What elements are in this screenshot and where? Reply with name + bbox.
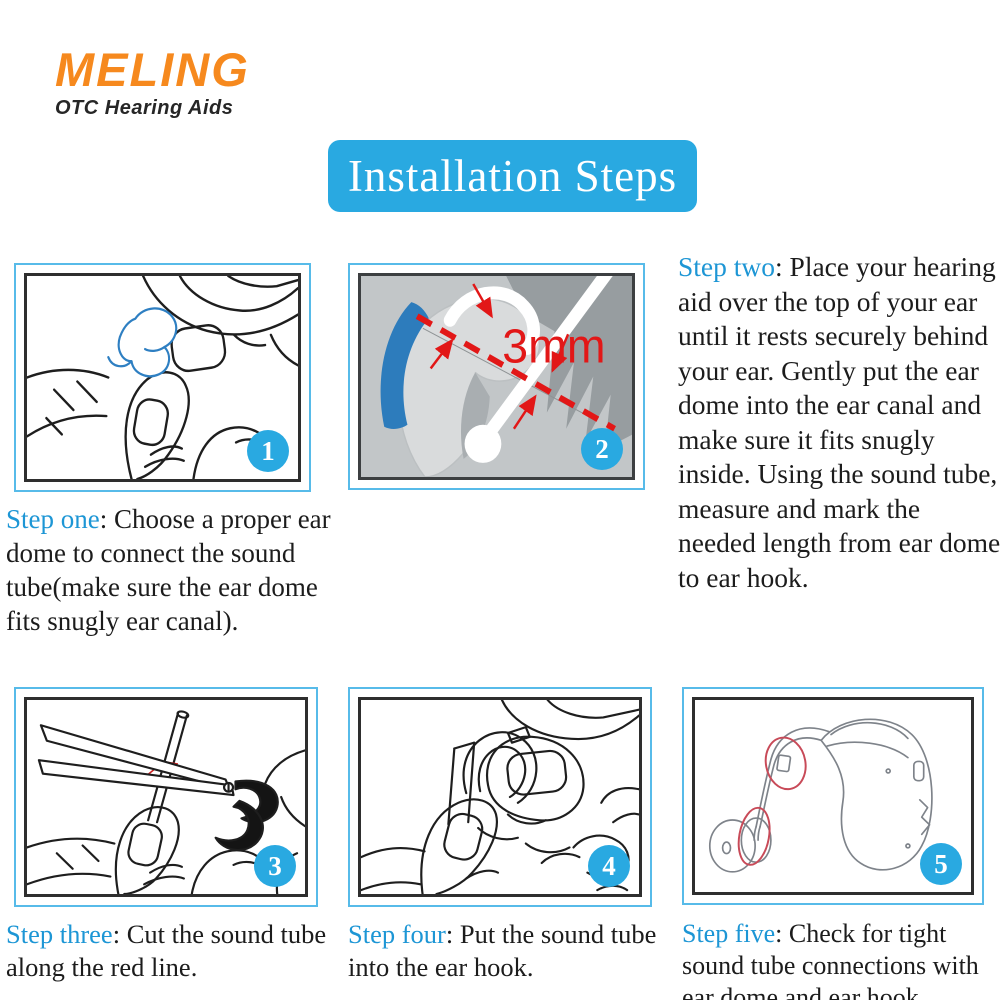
step1-figure-inner: 1 bbox=[24, 273, 301, 482]
step5-caption: Step five: Check for tight sound tube co… bbox=[682, 918, 1000, 1000]
step2-text: : Place your hearing aid over the top of… bbox=[678, 251, 1000, 593]
step1-figure: 1 bbox=[14, 263, 311, 492]
step3-number: 3 bbox=[268, 850, 282, 881]
step5-number: 5 bbox=[934, 848, 948, 879]
step3-number-badge: 3 bbox=[254, 845, 296, 887]
step2-figure: 3mm 2 bbox=[348, 263, 645, 490]
step2-caption: Step two: Place your hearing aid over th… bbox=[678, 250, 1000, 595]
step1-number-badge: 1 bbox=[247, 430, 289, 472]
step4-caption: Step four: Put the sound tube into the e… bbox=[348, 918, 673, 984]
step3-label: Step three bbox=[6, 919, 113, 949]
hearing-aid-drawing bbox=[708, 718, 933, 873]
step1-number: 1 bbox=[261, 435, 275, 466]
brand-tagline: OTC Hearing Aids bbox=[55, 97, 234, 119]
step4-text: : Put the sound tube into the ear hook. bbox=[348, 919, 657, 982]
step1-text: : Choose a proper ear dome to connect th… bbox=[6, 504, 331, 636]
step4-label: Step four bbox=[348, 919, 446, 949]
brand-logo: MELING OTC Hearing Aids bbox=[55, 46, 250, 120]
sound-tube-shape bbox=[479, 276, 613, 443]
ear-hook-drawing bbox=[462, 726, 538, 804]
step3-text: : Cut the sound tube along the red line. bbox=[6, 919, 327, 982]
red-dashed-cut-line bbox=[415, 313, 616, 432]
step5-figure-inner: 5 bbox=[692, 697, 974, 895]
step3-figure: 3 bbox=[14, 687, 318, 907]
step4-figure-inner: 4 bbox=[358, 697, 642, 897]
red-check-circles bbox=[737, 736, 807, 866]
step4-number-badge: 4 bbox=[588, 845, 630, 887]
step2-number: 2 bbox=[595, 433, 609, 464]
step4-number: 4 bbox=[602, 850, 616, 881]
hearing-aid-body-shape bbox=[380, 302, 429, 429]
step1-caption: Step one: Choose a proper ear dome to co… bbox=[6, 502, 346, 638]
step4-illustration bbox=[361, 700, 639, 894]
sound-tube-drawing bbox=[447, 741, 476, 826]
step4-figure: 4 bbox=[348, 687, 652, 907]
scissors-drawing bbox=[37, 724, 305, 894]
step2-label: Step two bbox=[678, 251, 776, 282]
step3-illustration bbox=[27, 710, 305, 894]
step2-illustration: 3mm bbox=[361, 276, 632, 477]
brand-name: MELING bbox=[55, 43, 250, 96]
step3-figure-inner: 3 bbox=[24, 697, 308, 897]
step5-figure: 5 bbox=[682, 687, 984, 905]
step5-number-badge: 5 bbox=[920, 843, 962, 885]
red-arrows bbox=[429, 283, 570, 430]
ear-dome-drawing bbox=[107, 307, 178, 378]
step1-label: Step one bbox=[6, 504, 100, 534]
step3-caption: Step three: Cut the sound tube along the… bbox=[6, 918, 341, 984]
step2-number-badge: 2 bbox=[581, 428, 623, 470]
step5-text: : Check for tight sound tube connections… bbox=[682, 919, 979, 1000]
title-banner: Installation Steps bbox=[328, 140, 697, 212]
step5-label: Step five bbox=[682, 919, 776, 948]
step2-figure-inner: 3mm 2 bbox=[358, 273, 635, 480]
measurement-annotation: 3mm bbox=[502, 320, 605, 374]
page-title: Installation Steps bbox=[347, 151, 678, 201]
step5-illustration bbox=[708, 718, 933, 873]
